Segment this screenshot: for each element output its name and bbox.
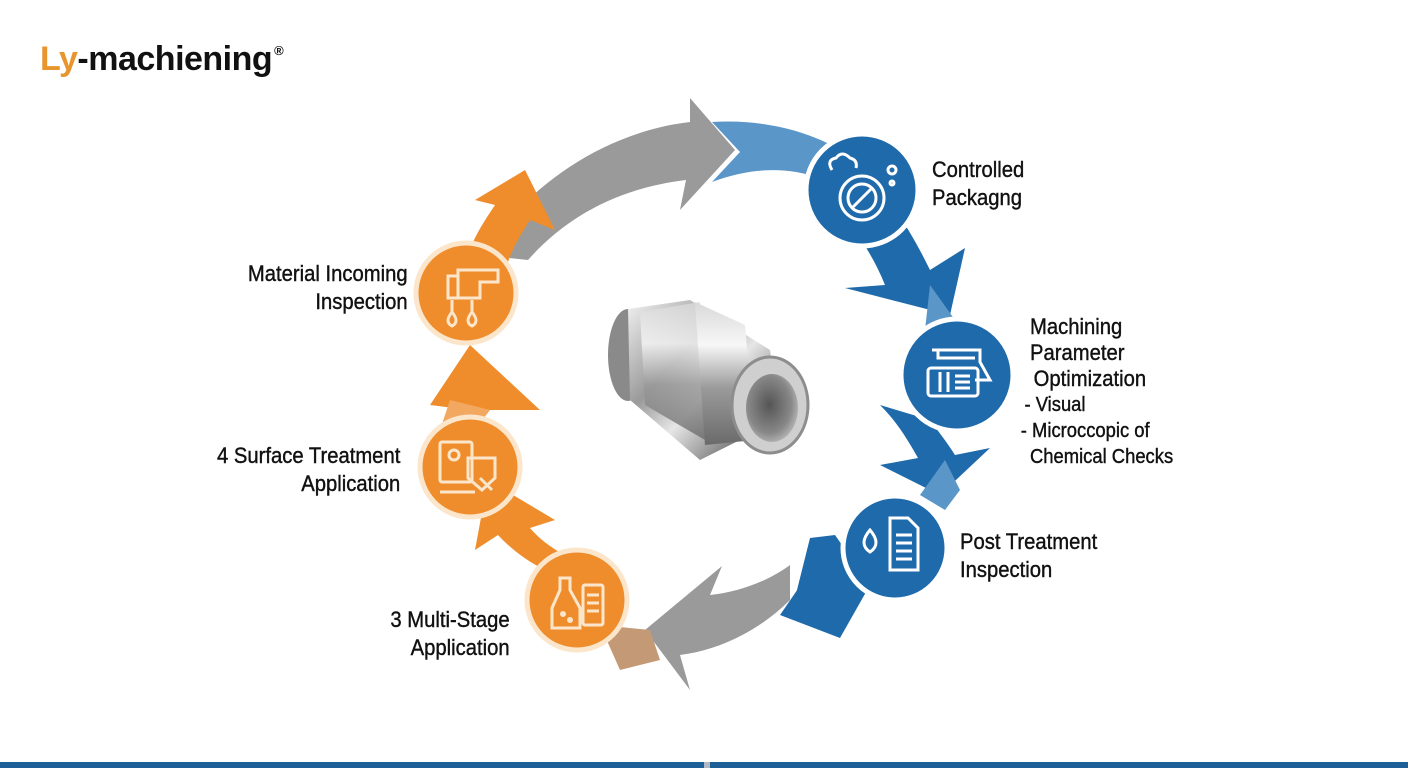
step-title-line: Application bbox=[300, 471, 400, 496]
arrow-orange-left-3 bbox=[470, 170, 555, 262]
flask-checklist-icon bbox=[550, 576, 605, 630]
footer-bar bbox=[0, 762, 1408, 768]
registered-mark: ® bbox=[274, 43, 284, 58]
step-title-line: Packagng bbox=[932, 185, 1023, 210]
step-title-line: Material Incoming bbox=[248, 261, 408, 286]
screen-shield-brush-icon bbox=[438, 440, 497, 494]
label-material-incoming-inspection: Material Incoming Inspection bbox=[248, 260, 408, 316]
step-circle-material-incoming-inspection bbox=[413, 240, 519, 346]
footer-bar-divider bbox=[704, 762, 710, 768]
pipes-droplets-icon bbox=[446, 268, 500, 328]
gauge-dial-icon bbox=[828, 152, 898, 222]
step-title-line: Application bbox=[410, 635, 510, 660]
step-title-line: 4 Surface Treatment bbox=[216, 443, 400, 468]
logo-prefix: Ly bbox=[40, 40, 78, 78]
step-circle-post-treatment-inspection bbox=[840, 493, 950, 603]
arrow-blue-right-2 bbox=[880, 405, 990, 510]
droplet-document-icon bbox=[862, 516, 920, 572]
step-circle-multi-stage-application bbox=[524, 547, 630, 653]
label-machining-parameter-optimization: Machining Parameter Optimization - Visua… bbox=[1021, 314, 1174, 470]
brand-logo: Ly-machiening® bbox=[40, 40, 284, 78]
label-post-treatment-inspection: Post Treatment Inspection bbox=[960, 528, 1098, 584]
arrow-gray-bottom bbox=[645, 565, 790, 690]
machined-bushing-image bbox=[608, 300, 810, 460]
step-title-line: Controlled bbox=[932, 157, 1025, 182]
step-title-line: Inspection bbox=[315, 289, 409, 314]
label-multi-stage-application: 3 Multi-Stage Application bbox=[390, 606, 511, 662]
arrow-tan-bottom bbox=[600, 625, 660, 670]
label-surface-treatment-application: 4 Surface Treatment Application bbox=[216, 442, 400, 498]
step-bullet: Chemical Checks bbox=[1030, 446, 1174, 468]
step-title-line: Optimization bbox=[1033, 366, 1147, 391]
step-title-line: Post Treatment bbox=[960, 529, 1098, 554]
step-title-line: Machining bbox=[1030, 314, 1123, 339]
step-title-line: Inspection bbox=[960, 557, 1053, 582]
step-title-line: Parameter bbox=[1030, 340, 1125, 365]
logo-name: -machiening bbox=[77, 40, 273, 78]
step-title-line: 3 Multi-Stage bbox=[390, 607, 511, 632]
step-circle-controlled-packaging bbox=[803, 131, 921, 249]
step-bullet: - Visual bbox=[1024, 394, 1086, 416]
step-bullet: - Microccopic of bbox=[1020, 420, 1150, 442]
step-circle-machining-parameter-optimization bbox=[898, 316, 1016, 434]
step-circle-surface-treatment-application bbox=[417, 414, 523, 520]
machine-tool-icon bbox=[926, 348, 993, 398]
label-controlled-packaging: Controlled Packagng bbox=[932, 156, 1025, 212]
